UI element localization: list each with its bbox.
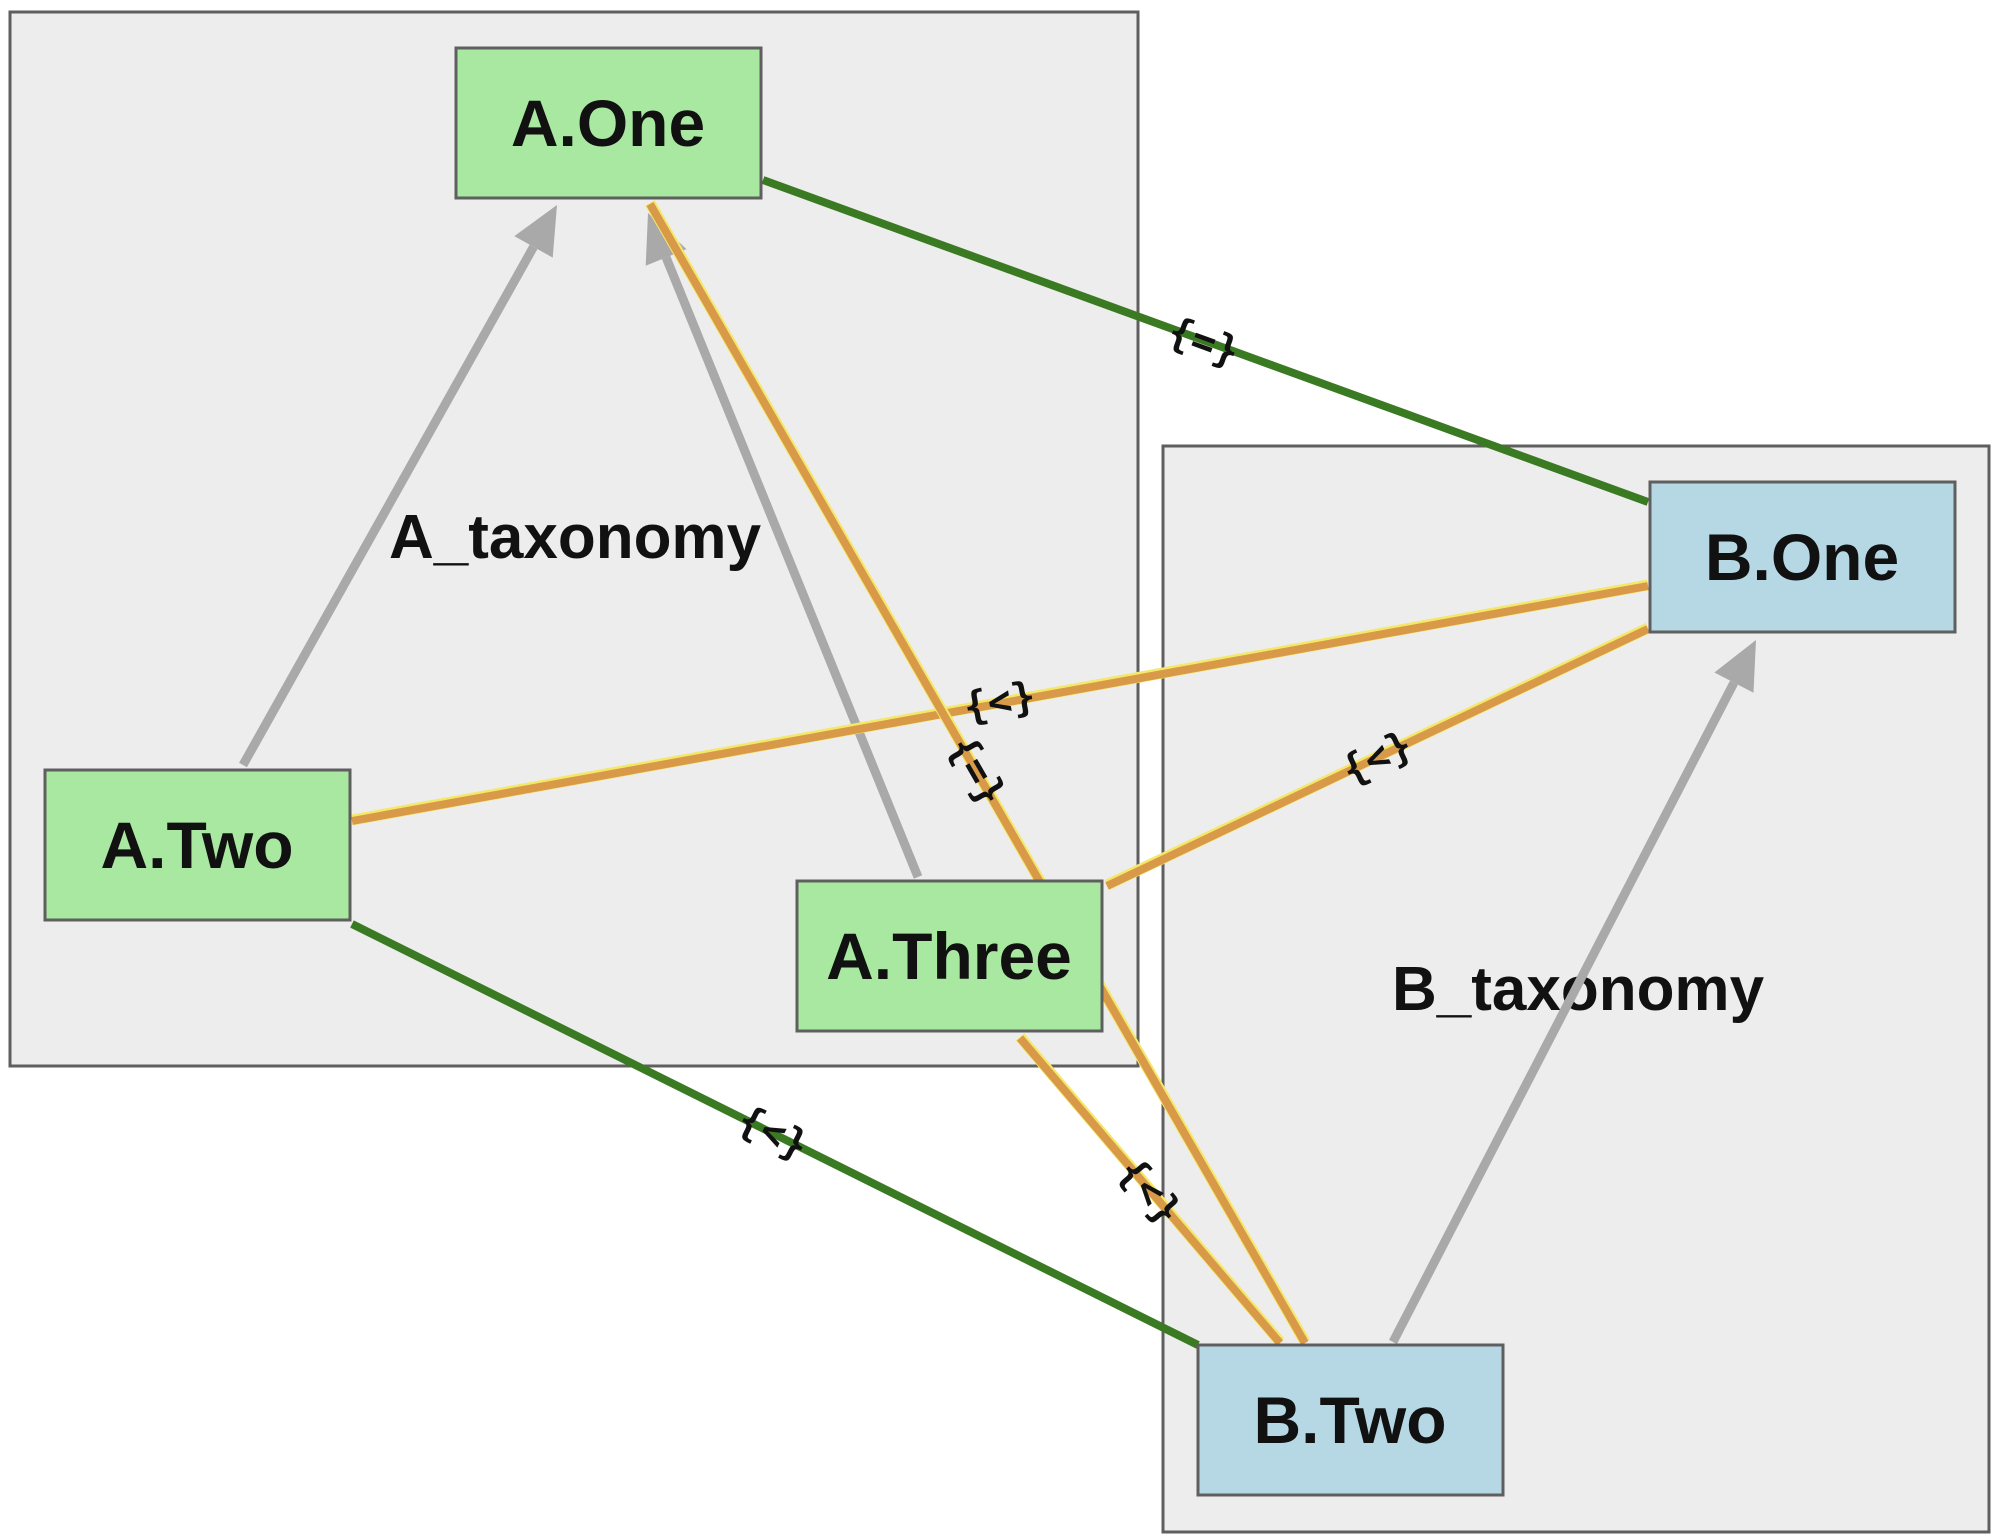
node-a-two-label: A.Two [100,808,293,882]
node-a-three[interactable]: A.Three [795,879,1104,1033]
cluster-a-label: A_taxonomy [389,503,762,572]
node-b-two-box[interactable] [1196,1343,1505,1497]
edge-a-one-to-b-two [646,202,1309,1345]
node-b-two-label: B.Two [1253,1383,1446,1457]
edge-a-two-to-a-one [239,244,538,768]
node-a-two[interactable]: A.Two [43,768,352,922]
node-a-three-label: A.Three [826,919,1072,993]
node-a-three-box[interactable] [795,879,1104,1033]
node-b-one-label: B.One [1705,520,1899,594]
edge-a-two-to-a-one-arrowhead [514,205,557,258]
node-b-one-box[interactable] [1648,480,1957,634]
edge-a-three-to-a-one [661,255,923,879]
edge-a-two-to-b-two [350,920,1200,1349]
node-b-two[interactable]: B.Two [1196,1343,1505,1497]
edge-a-three-to-b-one [1105,625,1650,890]
node-b-one[interactable]: B.One [1648,480,1957,634]
edge-a-one-to-b-one [761,176,1650,506]
node-a-one-label: A.One [511,86,705,160]
node-a-two-box[interactable] [43,768,352,922]
edge-a-two-to-b-two-label: {<} [730,1097,815,1170]
edge-a-two-to-b-one [351,582,1649,825]
edge-b-two-to-b-one [1389,680,1738,1345]
edge-b-two-to-b-one-arrowhead [1714,640,1756,693]
node-a-one[interactable]: A.One [454,46,763,200]
edge-a-one-to-b-one-label: {=} [1162,308,1246,376]
node-a-one-box[interactable] [454,46,763,200]
edge-a-three-to-b-two [1016,1035,1284,1346]
